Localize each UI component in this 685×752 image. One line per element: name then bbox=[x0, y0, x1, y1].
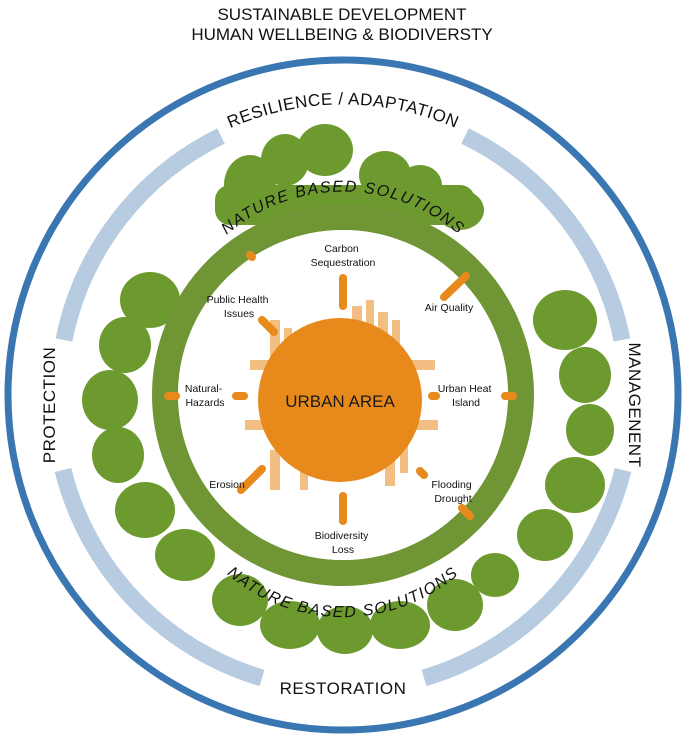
issue-public-health: Public Health Issues bbox=[207, 294, 272, 320]
spoke-bottom-left bbox=[237, 465, 266, 494]
arc-band-bottom-right bbox=[421, 467, 632, 687]
orange-spokes bbox=[164, 251, 517, 525]
issue-urban-heat-island: Urban Heat Island bbox=[438, 383, 495, 409]
arc-band-top-right bbox=[461, 128, 631, 342]
issue-natural-hazards: Natural- Hazards bbox=[185, 383, 225, 409]
issue-flooding-drought: Flooding Drought bbox=[431, 479, 474, 505]
label-management: MANAGENENT bbox=[625, 343, 644, 468]
arc-band-bottom-left bbox=[54, 467, 265, 687]
label-protection: PROTECTION bbox=[40, 347, 59, 463]
spoke-top-left-outer bbox=[246, 251, 256, 261]
label-resilience-adaptation: RESILIENCE / ADAPTATION bbox=[224, 89, 461, 131]
issue-carbon-sequestration: Carbon Sequestration bbox=[311, 243, 376, 269]
arc-band bbox=[54, 128, 632, 687]
issue-air-quality: Air Quality bbox=[425, 302, 474, 314]
issue-biodiversity-loss: Biodiversity Loss bbox=[315, 530, 372, 556]
urban-area-disc bbox=[258, 318, 422, 482]
title-line-1: SUSTAINABLE DEVELOPMENT bbox=[217, 5, 466, 24]
spoke-bottom-right-outer bbox=[458, 504, 474, 520]
issue-erosion: Erosion bbox=[209, 479, 245, 491]
urban-area-label: URBAN AREA bbox=[285, 392, 395, 411]
title-line-2: HUMAN WELLBEING & BIODIVERSTY bbox=[191, 25, 492, 44]
spoke-bottom-right-inner bbox=[416, 467, 428, 479]
spoke-top-right bbox=[440, 272, 470, 301]
arc-band-top-left bbox=[55, 128, 225, 342]
outer-blue-ring bbox=[4, 56, 682, 734]
label-restoration: RESTORATION bbox=[280, 679, 407, 698]
